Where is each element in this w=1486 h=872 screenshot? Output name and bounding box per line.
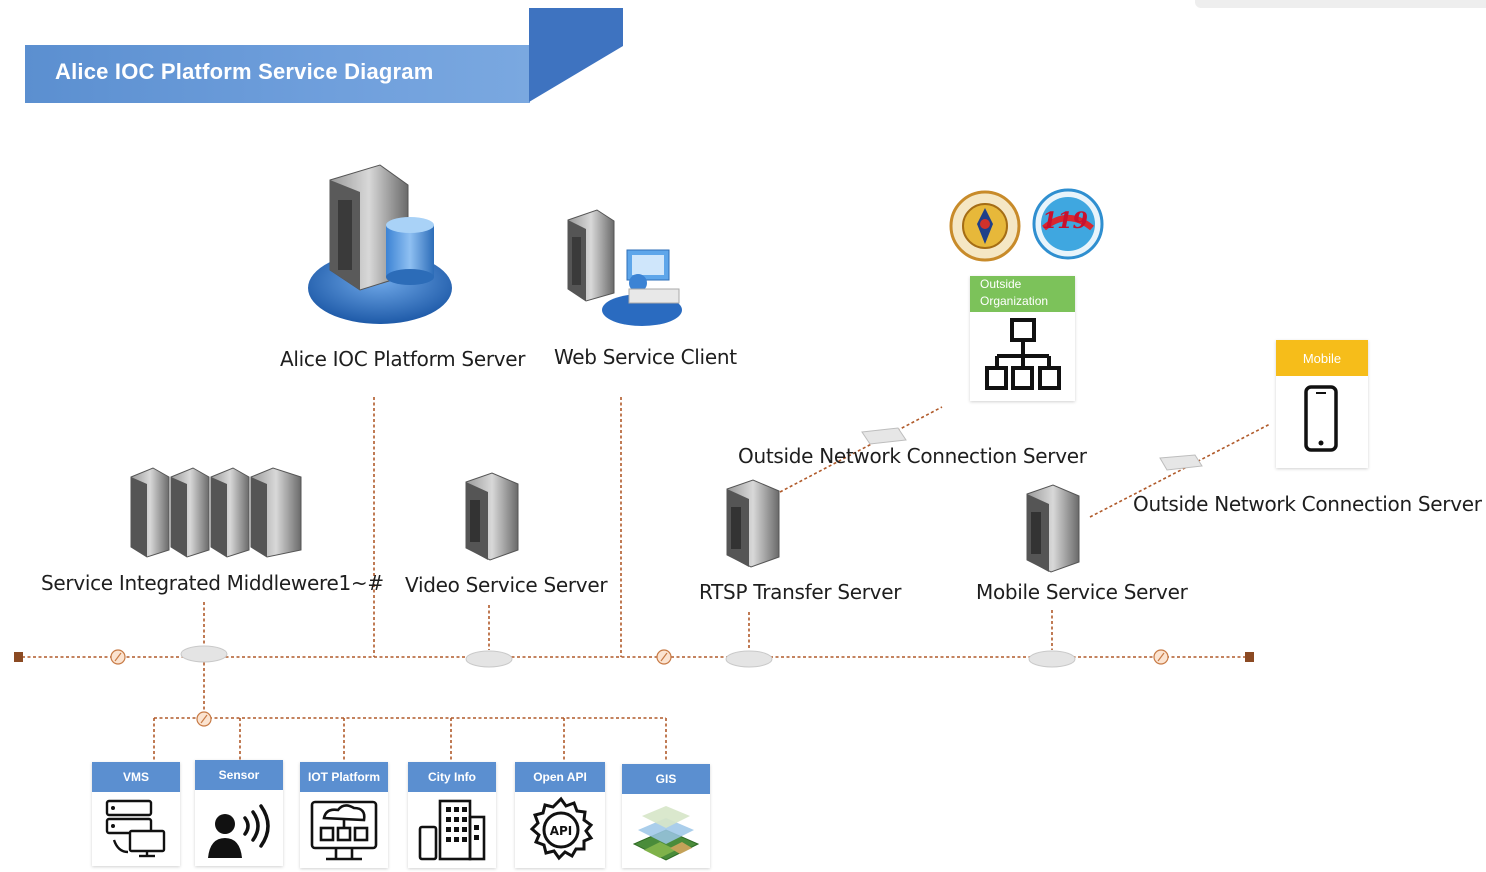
platform-server-icon [308, 164, 452, 324]
gis-icon [632, 806, 700, 861]
police-emblem-icon [949, 190, 1021, 262]
vms-icon [105, 799, 166, 858]
video-server-icon [465, 472, 519, 561]
rtsp-server-icon [726, 479, 780, 568]
outside-conn-label-1: Outside Network Connection Server [738, 444, 1087, 468]
router-hubs [180, 645, 1076, 668]
sensor-icon [208, 804, 270, 858]
open-api-icon: API [529, 796, 594, 861]
web-client-icon [567, 209, 682, 326]
switch-devices [861, 427, 1203, 471]
diagram-title: Alice IOC Platform Service Diagram [55, 59, 434, 84]
video-server-label: Video Service Server [405, 573, 608, 597]
mobile-server-icon [1026, 484, 1080, 573]
tile-open-api-header: Open API [515, 762, 605, 792]
outside-link-2 [1089, 423, 1271, 518]
outside-conn-label-2: Outside Network Connection Server [1133, 492, 1482, 516]
mobile-header: Mobile [1276, 340, 1368, 376]
svg-text:119: 119 [1042, 208, 1088, 234]
title-corner-decoration [527, 8, 623, 102]
rtsp-server-label: RTSP Transfer Server [699, 580, 902, 604]
outside-link-1 [779, 406, 943, 493]
tile-vms-header: VMS [92, 762, 180, 792]
mobile-server-label: Mobile Service Server [976, 580, 1188, 604]
tile-city-info-header: City Info [408, 762, 496, 792]
tile-sensor-header: Sensor [195, 760, 283, 790]
network-hierarchy-icon [985, 318, 1061, 390]
119-emblem-icon: 119 [1032, 188, 1104, 260]
tile-gis-header: GIS [622, 764, 710, 794]
middleware-servers-icon [130, 467, 302, 558]
top-right-bar [1195, 0, 1486, 8]
middleware-label: Service Integrated Middlewere1~# [41, 571, 384, 595]
tile-iot-header: IOT Platform [300, 762, 388, 792]
city-info-icon [418, 799, 486, 861]
svg-text:API: API [550, 824, 573, 838]
platform-server-label: Alice IOC Platform Server [280, 347, 526, 371]
smartphone-icon [1304, 385, 1338, 452]
outside-org-header: Outside Organization [970, 276, 1075, 312]
title-banner: Alice IOC Platform Service Diagram [25, 45, 530, 103]
web-client-label: Web Service Client [554, 345, 737, 369]
iot-platform-icon [310, 800, 378, 861]
